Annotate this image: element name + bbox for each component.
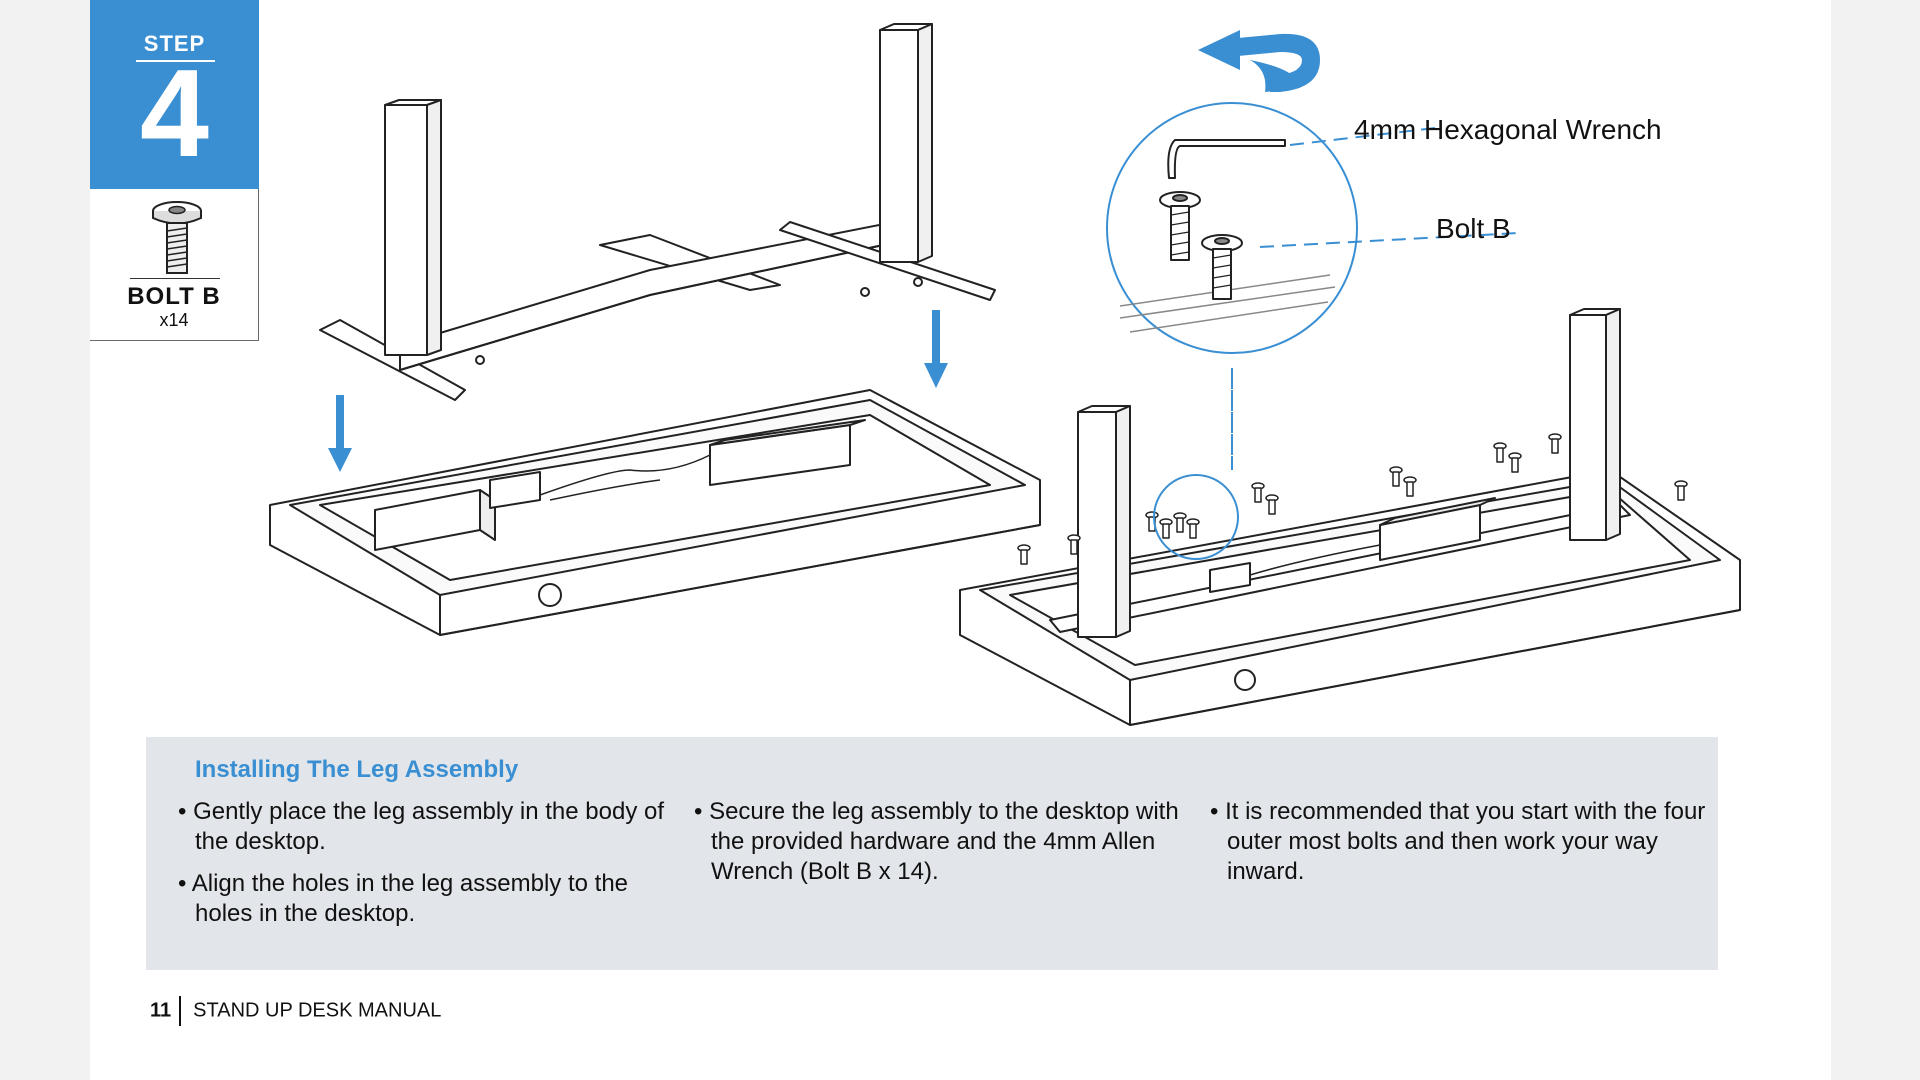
footer-divider <box>179 996 182 1026</box>
wrench-callout: 4mm Hexagonal Wrench <box>1354 114 1662 145</box>
bolt-icon <box>152 201 202 274</box>
part-box: BOLT B x14 <box>90 189 259 341</box>
part-name: BOLT B <box>127 283 221 310</box>
instruction-item: • Align the holes in the leg assembly to… <box>178 870 629 927</box>
page-footer: 11 STAND UP DESK MANUAL <box>150 996 441 1026</box>
part-quantity: x14 <box>159 310 189 330</box>
desktop-illustration <box>269 389 1041 636</box>
instruction-item: • Gently place the leg assembly in the b… <box>178 798 665 855</box>
step-label: STEP <box>143 31 206 56</box>
hex-wrench-icon <box>1167 139 1286 179</box>
instruction-item: • Secure the leg assembly to the desktop… <box>694 798 1179 885</box>
part-divider <box>130 278 220 279</box>
step-badge: STEP 4 <box>90 0 259 189</box>
assembly-illustration <box>269 23 1741 726</box>
instructions-title: Installing The Leg Assembly <box>195 756 519 783</box>
manual-page: STEP 4 BOLT B x14 <box>90 0 1831 1080</box>
instruction-item: • It is recommended that you start with … <box>1210 798 1706 885</box>
bolt-callout: Bolt B <box>1436 213 1511 244</box>
assembled-desk-illustration <box>959 308 1741 726</box>
step-number: 4 <box>140 45 209 183</box>
manual-title: STAND UP DESK MANUAL <box>193 999 442 1022</box>
rotate-arrow-icon <box>1198 30 1320 92</box>
down-arrow-icon <box>328 310 948 472</box>
page-number: 11 <box>150 999 172 1022</box>
instructions-column-1: • Gently place the leg assembly in the b… <box>178 797 668 941</box>
leg-frame-illustration <box>319 23 996 401</box>
bolt-b-detail-icon <box>1159 191 1243 300</box>
instructions-column-2: • Secure the leg assembly to the desktop… <box>694 797 1194 899</box>
detail-magnifier <box>1106 102 1358 354</box>
instructions-column-3: • It is recommended that you start with … <box>1210 797 1710 899</box>
bolt-group-icon <box>1017 433 1688 565</box>
step-divider <box>136 60 215 62</box>
instructions-panel: Installing The Leg Assembly • Gently pla… <box>146 737 1718 970</box>
